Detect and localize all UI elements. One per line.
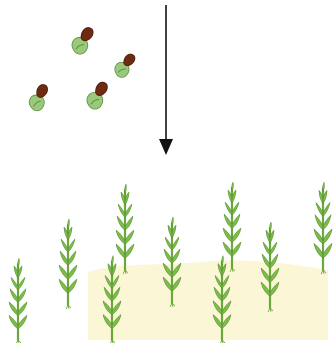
seedling-icon: [314, 182, 332, 274]
seedling-icon: [116, 184, 134, 274]
germinating-seed-icon: [72, 28, 93, 55]
germinating-seed-icon: [27, 84, 50, 112]
seedling-icon: [9, 258, 27, 343]
arrow-down-icon: [159, 5, 173, 155]
seeds-group: [27, 28, 135, 112]
seedling-icon: [59, 219, 77, 309]
germinating-seed-icon: [114, 53, 135, 79]
germinating-seed-icon: [86, 82, 108, 110]
seedling-icon: [223, 182, 241, 272]
